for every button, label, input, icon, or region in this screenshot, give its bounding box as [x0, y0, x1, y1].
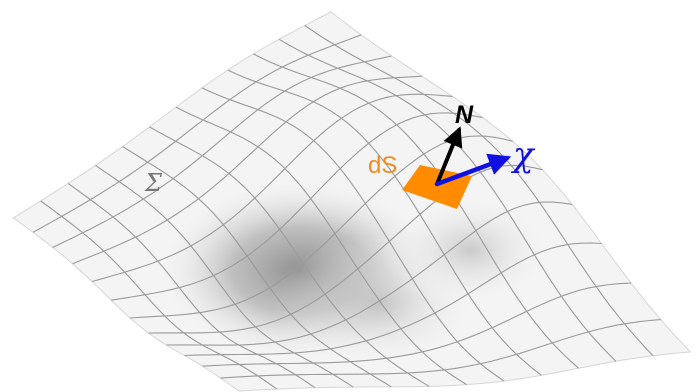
mesh-line-v — [148, 164, 543, 334]
mesh-line-v — [52, 55, 392, 248]
mesh-line-v — [184, 242, 602, 357]
mesh-line-v — [91, 93, 453, 283]
surface-label: Σ — [144, 169, 163, 197]
normal-label: N — [455, 101, 474, 129]
area-element-label: dS — [368, 152, 397, 179]
mesh-line-v — [202, 282, 632, 367]
vector-field-label: χ — [511, 135, 536, 175]
surface-shading — [150, 80, 670, 375]
surface-mesh — [32, 25, 661, 390]
mesh-line-v — [111, 112, 483, 301]
mesh-line-v — [32, 34, 362, 233]
vector-field-arrow — [434, 153, 512, 187]
mesh-line-v — [72, 75, 423, 265]
mesh-line-v — [166, 201, 573, 346]
normal-arrow — [435, 126, 463, 186]
mesh-line-v — [220, 319, 661, 379]
